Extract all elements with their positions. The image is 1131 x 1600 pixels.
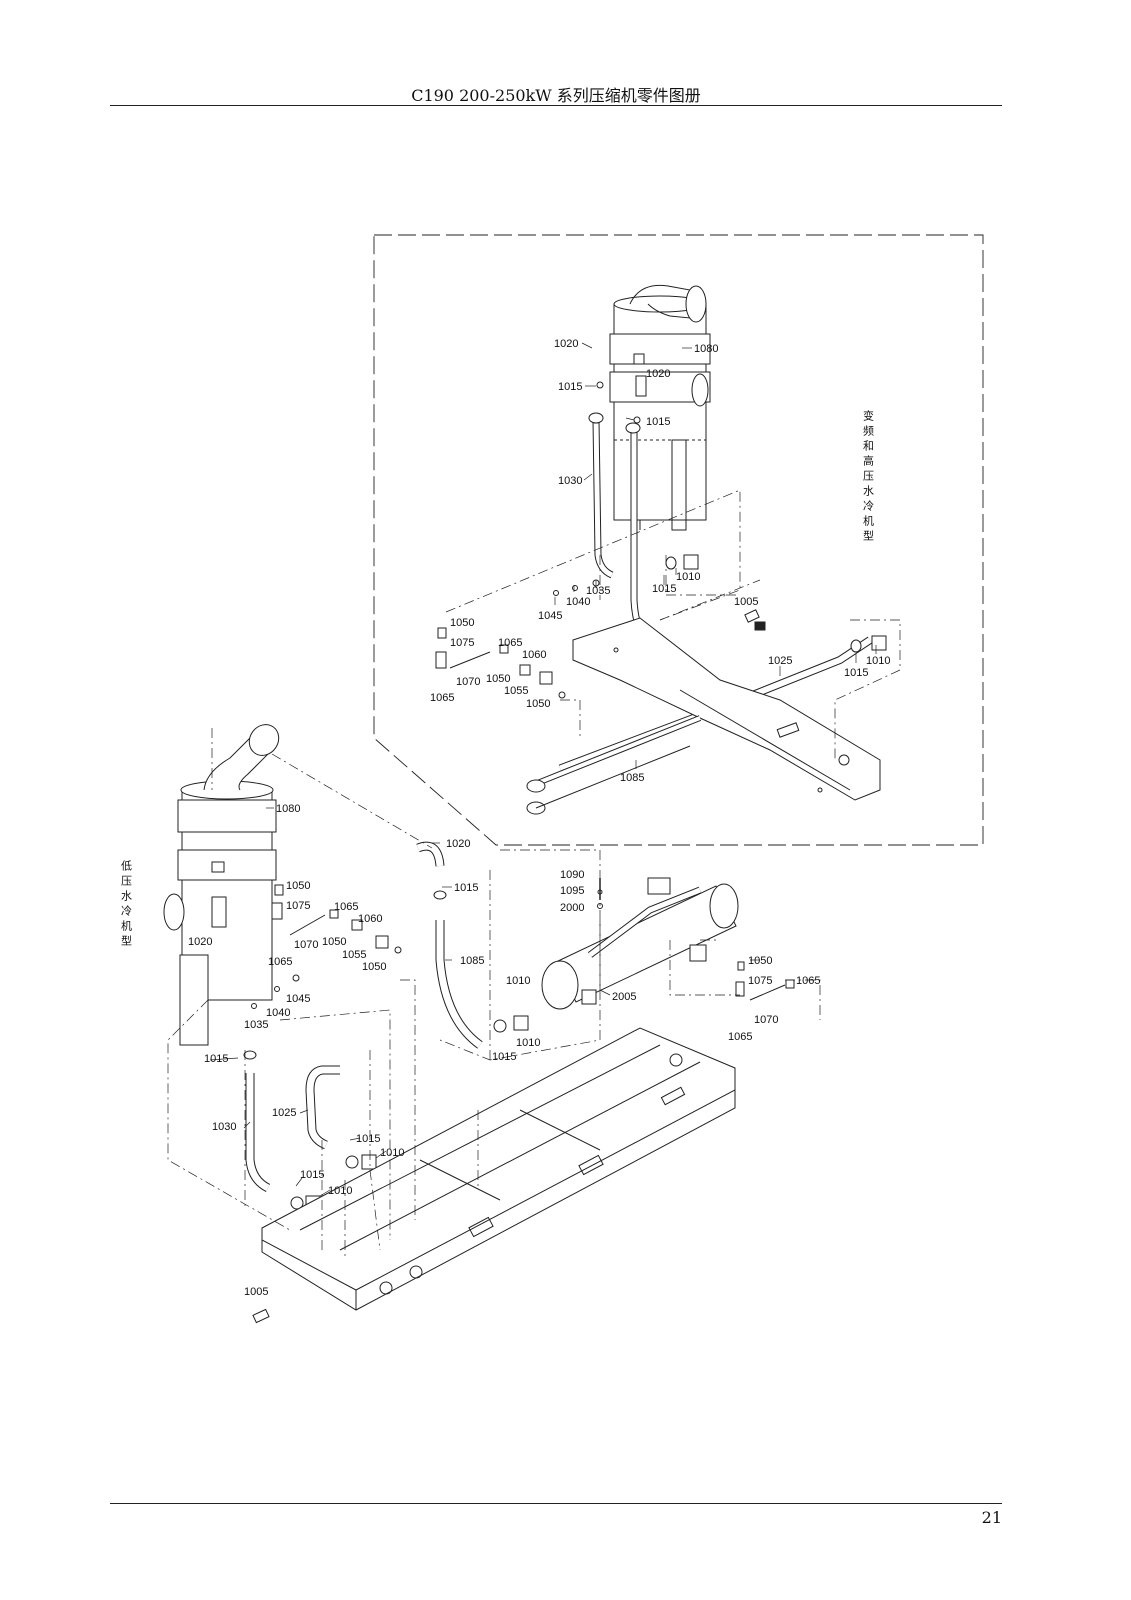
callout-1065: 1065	[498, 637, 522, 649]
callout-1050: 1050	[322, 936, 346, 948]
callout-1010: 1010	[380, 1147, 404, 1159]
callout-1015: 1015	[300, 1169, 324, 1181]
callout-1040: 1040	[566, 596, 590, 608]
center-cooler-2005	[541, 877, 739, 1010]
callout-1025: 1025	[272, 1107, 296, 1119]
callout-1005: 1005	[244, 1286, 268, 1298]
callout-1095: 1095	[560, 885, 584, 897]
callout-1075: 1075	[286, 900, 310, 912]
footer-rule	[110, 1503, 1002, 1504]
callout-1055: 1055	[504, 685, 528, 697]
callout-1015: 1015	[492, 1051, 516, 1063]
callout-1065: 1065	[430, 692, 454, 704]
callout-1060: 1060	[358, 913, 382, 925]
callout-1045: 1045	[286, 993, 310, 1005]
lower-base-frame	[261, 1027, 736, 1311]
callout-1060: 1060	[522, 649, 546, 661]
callout-1075: 1075	[450, 637, 474, 649]
callout-1065: 1065	[334, 901, 358, 913]
callout-1050: 1050	[286, 880, 310, 892]
callout-1005: 1005	[734, 596, 758, 608]
callout-1085: 1085	[460, 955, 484, 967]
callout-1015: 1015	[844, 667, 868, 679]
callout-1055: 1055	[342, 949, 366, 961]
callout-1035: 1035	[586, 585, 610, 597]
upper-separator-vessel	[609, 284, 711, 531]
callout-1010: 1010	[866, 655, 890, 667]
callout-1025: 1025	[768, 655, 792, 667]
page-title: C190 200-250kW 系列压缩机零件图册	[411, 86, 701, 105]
callout-1050: 1050	[450, 617, 474, 629]
callout-1020: 1020	[646, 368, 670, 380]
callout-1015: 1015	[356, 1133, 380, 1145]
callout-1080: 1080	[694, 343, 718, 355]
callout-1065: 1065	[728, 1031, 752, 1043]
callout-1030: 1030	[212, 1121, 236, 1133]
callout-1045: 1045	[538, 610, 562, 622]
callout-2005: 2005	[612, 991, 636, 1003]
callout-1075: 1075	[748, 975, 772, 987]
callout-1020: 1020	[446, 838, 470, 850]
callout-1070: 1070	[456, 676, 480, 688]
callout-1080: 1080	[276, 803, 300, 815]
variant-boundary-upper	[373, 234, 984, 846]
callout-1015: 1015	[454, 882, 478, 894]
variant-label-left: 低压水冷机型	[120, 860, 133, 950]
variant-label-upper: 变频和高压水冷机型	[862, 409, 875, 545]
callout-1050: 1050	[486, 673, 510, 685]
callout-1035: 1035	[244, 1019, 268, 1031]
left-separator-vessel	[163, 724, 280, 1046]
callout-1090: 1090	[560, 869, 584, 881]
callout-1050: 1050	[526, 698, 550, 710]
callout-1010: 1010	[328, 1185, 352, 1197]
callout-1030: 1030	[558, 475, 582, 487]
callout-1020: 1020	[554, 338, 578, 350]
callout-1020: 1020	[188, 936, 212, 948]
callout-1010: 1010	[506, 975, 530, 987]
callout-1050: 1050	[748, 955, 772, 967]
callout-1010: 1010	[676, 571, 700, 583]
callout-1070: 1070	[294, 939, 318, 951]
callout-1065: 1065	[796, 975, 820, 987]
page-number: 21	[981, 1508, 1002, 1527]
callout-1015: 1015	[204, 1053, 228, 1065]
callout-1065: 1065	[268, 956, 292, 968]
callout-1010: 1010	[516, 1037, 540, 1049]
upper-base-frame	[572, 617, 881, 801]
callout-1085: 1085	[620, 772, 644, 784]
callout-1015: 1015	[652, 583, 676, 595]
page-header: C190 200-250kW 系列压缩机零件图册	[110, 78, 1002, 106]
callout-1050: 1050	[362, 961, 386, 973]
callout-1040: 1040	[266, 1007, 290, 1019]
header-rule	[110, 105, 1002, 106]
callout-2000: 2000	[560, 902, 584, 914]
callout-1015: 1015	[558, 381, 582, 393]
callout-1070: 1070	[754, 1014, 778, 1026]
callout-1015: 1015	[646, 416, 670, 428]
